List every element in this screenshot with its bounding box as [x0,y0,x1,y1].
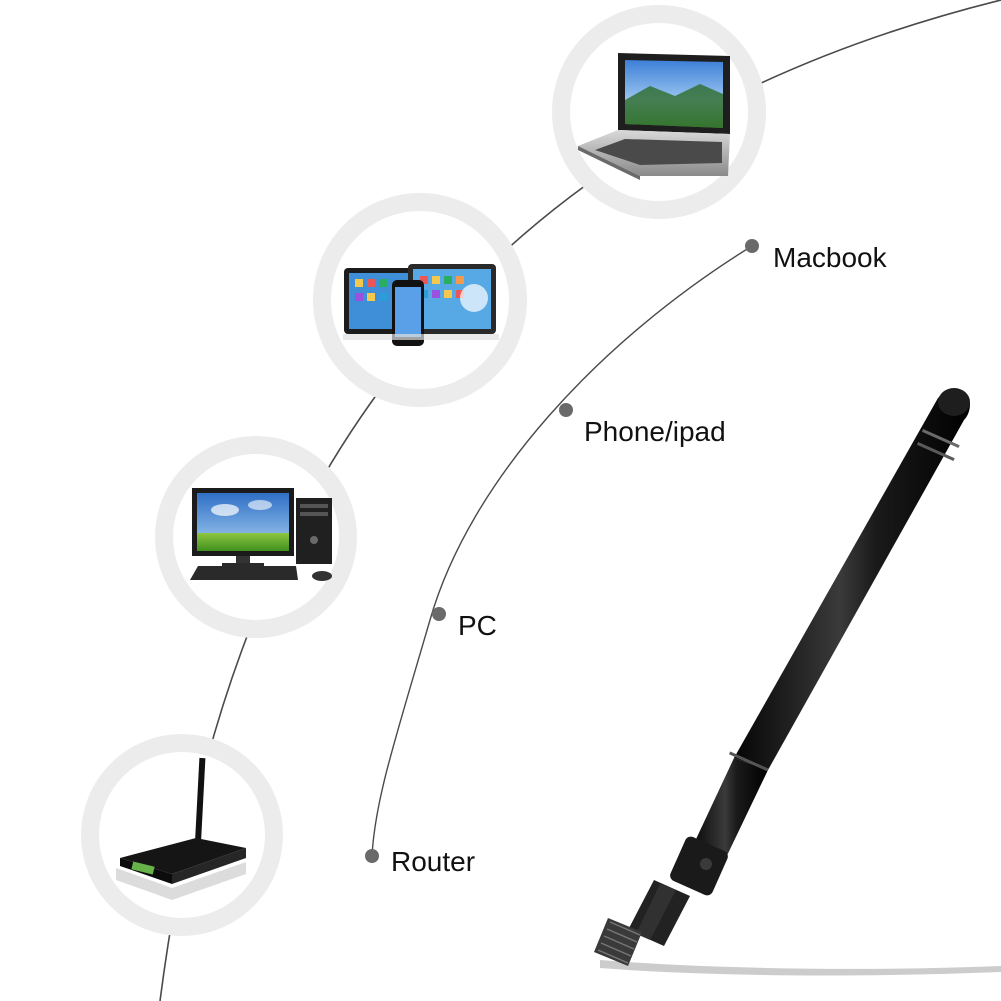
marker-dot-phone-ipad [559,403,573,417]
router-circle [81,734,283,936]
tablet-phone-icon [343,264,499,346]
label-router: Router [391,846,476,877]
label-pc: PC [458,610,497,641]
label-phone-ipad: Phone/ipad [584,416,726,447]
antenna-image [594,388,970,966]
marker-dot-pc [432,607,446,621]
router-icon [116,757,246,900]
inner-arc-line [371,245,753,857]
laptop-icon [578,53,730,180]
marker-dot-macbook [745,239,759,253]
label-macbook: Macbook [773,242,887,273]
marker-dot-router [365,849,379,863]
antenna-shadow [600,960,1001,976]
desktop-pc-icon [190,488,332,581]
